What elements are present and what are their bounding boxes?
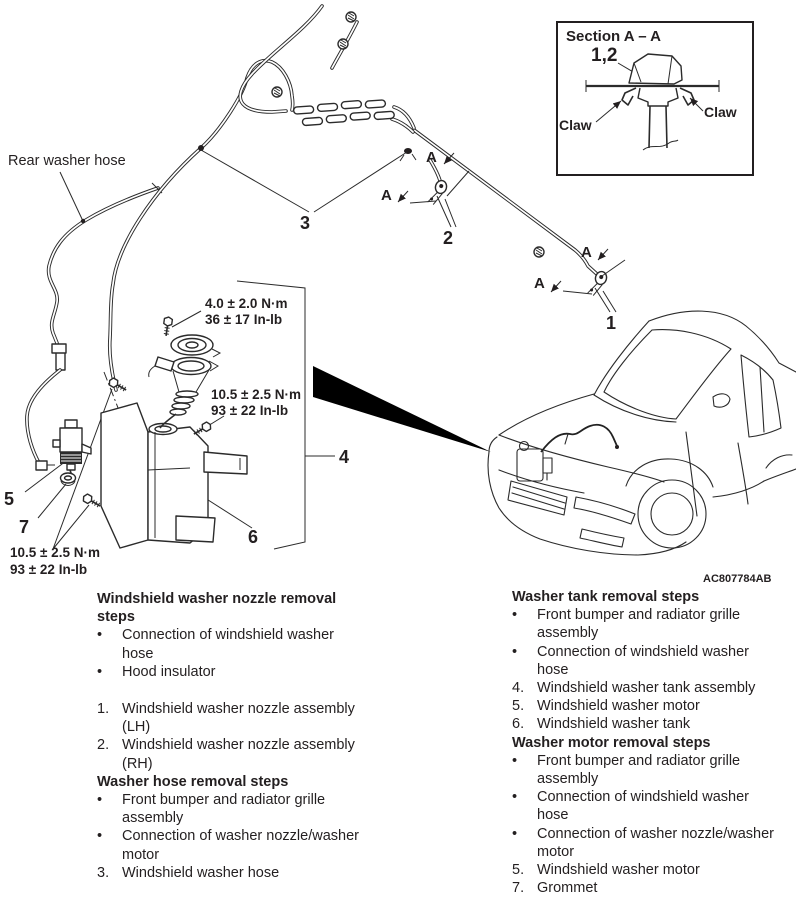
svg-text:36 ± 17 In-lb: 36 ± 17 In-lb xyxy=(205,312,282,327)
claw-label-left: Claw xyxy=(559,117,592,133)
legend-line: 6.Windshield washer tank xyxy=(512,716,691,733)
section-ref-label: 1,2 xyxy=(591,45,617,66)
legend-line: hose xyxy=(537,661,569,678)
callout-3: 3 xyxy=(300,213,310,233)
a-marker: A xyxy=(581,244,592,261)
pointer-wedge xyxy=(313,366,491,452)
hose-clamp-icon xyxy=(198,145,417,162)
legend-line: 5.Windshield washer motor xyxy=(512,698,700,715)
washer-tank-assembly xyxy=(52,315,248,549)
a-marker: A xyxy=(381,187,392,204)
legend-heading: Windshield washer nozzle removal xyxy=(97,591,337,607)
hose-joint-connectors xyxy=(292,99,395,127)
legend-line: 2.Windshield washer nozzle assembly xyxy=(97,737,355,754)
svg-text:10.5 ± 2.5 N·m: 10.5 ± 2.5 N·m xyxy=(10,545,100,560)
washer-motor-pump xyxy=(52,419,92,480)
legend-line: 4.Windshield washer tank assembly xyxy=(512,680,756,697)
legend-line: 5.Windshield washer motor xyxy=(512,862,700,879)
svg-text:4.0 ± 2.0 N·m: 4.0 ± 2.0 N·m xyxy=(205,296,287,311)
svg-text:10.5 ± 2.5 N·m: 10.5 ± 2.5 N·m xyxy=(211,387,301,402)
legend-line: •Connection of washer nozzle/washer xyxy=(97,828,359,845)
legend-heading: steps xyxy=(97,609,135,626)
legend-line: assembly xyxy=(537,625,599,642)
legend-line: 3.Windshield washer hose xyxy=(97,864,280,881)
a-marker: A xyxy=(426,149,437,166)
legend-line: 1.Windshield washer nozzle assembly xyxy=(97,701,355,718)
section-inset: Section A – A 1,2 Claw Claw xyxy=(556,21,754,176)
legend-line: assembly xyxy=(537,771,599,788)
callout-7: 7 xyxy=(19,517,29,537)
rear-washer-hose-label: Rear washer hose xyxy=(8,153,126,169)
grommet xyxy=(59,472,77,486)
legend-line: motor xyxy=(122,846,160,863)
legend-line: •Front bumper and radiator grille xyxy=(512,607,741,624)
nozzle-2-graphic xyxy=(426,177,449,208)
legend-heading: Washer motor removal steps xyxy=(512,734,711,751)
svg-text:93 ± 22 In-lb: 93 ± 22 In-lb xyxy=(211,403,288,418)
car-illustration xyxy=(487,310,796,556)
callout-5: 5 xyxy=(4,489,14,509)
section-title: Section A – A xyxy=(566,28,661,45)
filler-cap xyxy=(170,334,222,358)
legend-line: (RH) xyxy=(122,755,153,772)
legend-line: •Connection of washer nozzle/washer xyxy=(512,825,774,842)
callout-6: 6 xyxy=(248,527,258,547)
torque-label-neck: 10.5 ± 2.5 N·m 93 ± 22 In-lb xyxy=(202,387,301,430)
legend-line: hose xyxy=(537,807,569,824)
exploded-diagram: A A A A 2 1 3 5 7 6 4 Rear washer hose 4… xyxy=(4,4,796,585)
legend-line: assembly xyxy=(122,810,184,827)
torque-label-cap: 4.0 ± 2.0 N·m 36 ± 17 In-lb xyxy=(171,296,287,328)
callout-2: 2 xyxy=(443,228,453,248)
legend-heading: Washer tank removal steps xyxy=(512,589,700,605)
legend-line: •Hood insulator xyxy=(97,663,216,680)
a-marker: A xyxy=(534,275,545,292)
callouts: 2 1 3 5 7 6 4 xyxy=(4,149,617,550)
section-a-markers: A A A A xyxy=(381,149,626,295)
filler-neck xyxy=(159,356,219,429)
callout-4: 4 xyxy=(339,447,349,467)
claw-label-right: Claw xyxy=(704,104,737,120)
legend-line: •Front bumper and radiator grille xyxy=(512,752,741,769)
legend-right: Washer tank removal steps •Front bumper … xyxy=(512,588,796,897)
legend-line: motor xyxy=(537,843,575,860)
legend-heading: Washer hose removal steps xyxy=(97,773,289,790)
legend-line: 7.Grommet xyxy=(512,880,598,897)
legend-line: •Connection of windshield washer xyxy=(512,643,749,660)
legend-left: Windshield washer nozzle removal steps •… xyxy=(97,590,361,882)
figure-code: AC807784AB xyxy=(703,573,772,585)
torque-label-tank: 10.5 ± 2.5 N·m 93 ± 22 In-lb xyxy=(10,388,113,577)
legend-line: •Connection of windshield washer xyxy=(97,627,334,644)
callout-1: 1 xyxy=(606,313,616,333)
legend-line: •Connection of windshield washer xyxy=(512,789,749,806)
legend-line: (LH) xyxy=(122,719,151,736)
svg-text:93 ± 22 In-lb: 93 ± 22 In-lb xyxy=(10,562,87,577)
legend-line: hose xyxy=(122,645,154,662)
rear-washer-hose-path xyxy=(25,182,163,471)
legend-line: •Front bumper and radiator grille xyxy=(97,792,326,809)
